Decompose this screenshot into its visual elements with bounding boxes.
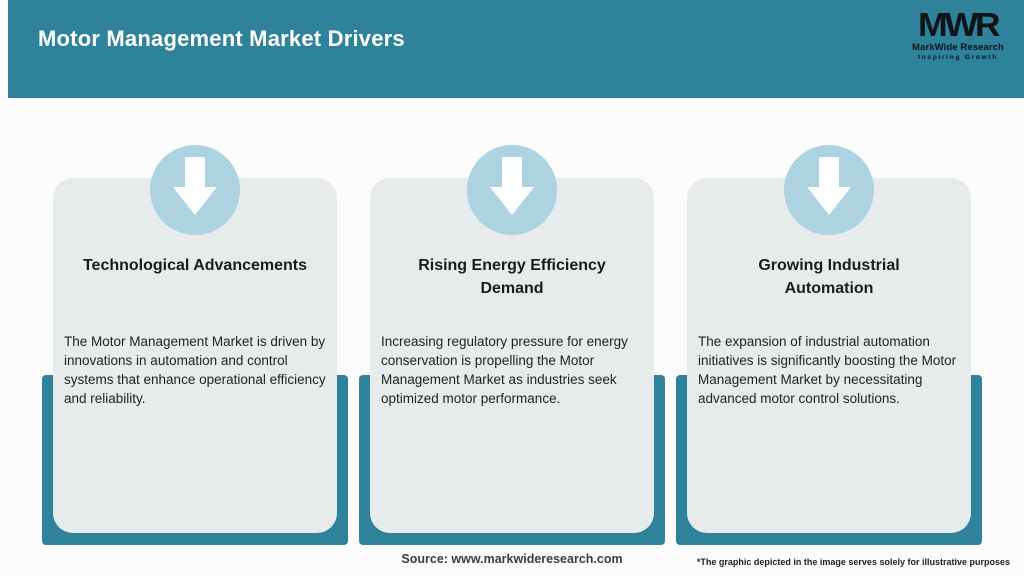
card-body-panel: [370, 178, 654, 533]
card-description: Increasing regulatory pressure for energ…: [381, 334, 628, 406]
down-arrow-icon: [467, 145, 557, 235]
card-body-panel: [53, 178, 337, 533]
driver-card-rising-energy-efficiency-demand: Rising Energy Efficiency Demand Increasi…: [359, 140, 665, 576]
disclaimer-note: *The graphic depicted in the image serve…: [696, 557, 1010, 567]
down-arrow-icon: [150, 145, 240, 235]
page-title: Motor Management Market Drivers: [38, 26, 405, 51]
header-bar: Motor Management Market Drivers MWR Mark…: [8, 0, 1024, 98]
down-arrow-icon: [784, 145, 874, 235]
card-description: The Motor Management Market is driven by…: [64, 334, 326, 406]
driver-card-growing-industrial-automation: Growing Industrial Automation The expans…: [676, 140, 982, 576]
card-title: Rising Energy Efficiency Demand: [418, 257, 606, 297]
card-title: Growing Industrial Automation: [758, 257, 900, 297]
driver-card-technological-advancements: Technological Advancements The Motor Man…: [42, 140, 348, 576]
brand-logo: MWR MarkWide Research Inspiring Growth: [906, 8, 1010, 61]
brand-tagline: Inspiring Growth: [918, 53, 998, 61]
card-body-panel: [687, 178, 971, 533]
brand-name: MarkWide Research: [912, 42, 1004, 53]
source-note: Source: www.markwideresearch.com: [401, 552, 623, 566]
mwr-monogram: MWR: [918, 6, 1001, 43]
card-description: The expansion of industrial automation i…: [698, 334, 957, 406]
card-title: Technological Advancements: [82, 257, 308, 274]
